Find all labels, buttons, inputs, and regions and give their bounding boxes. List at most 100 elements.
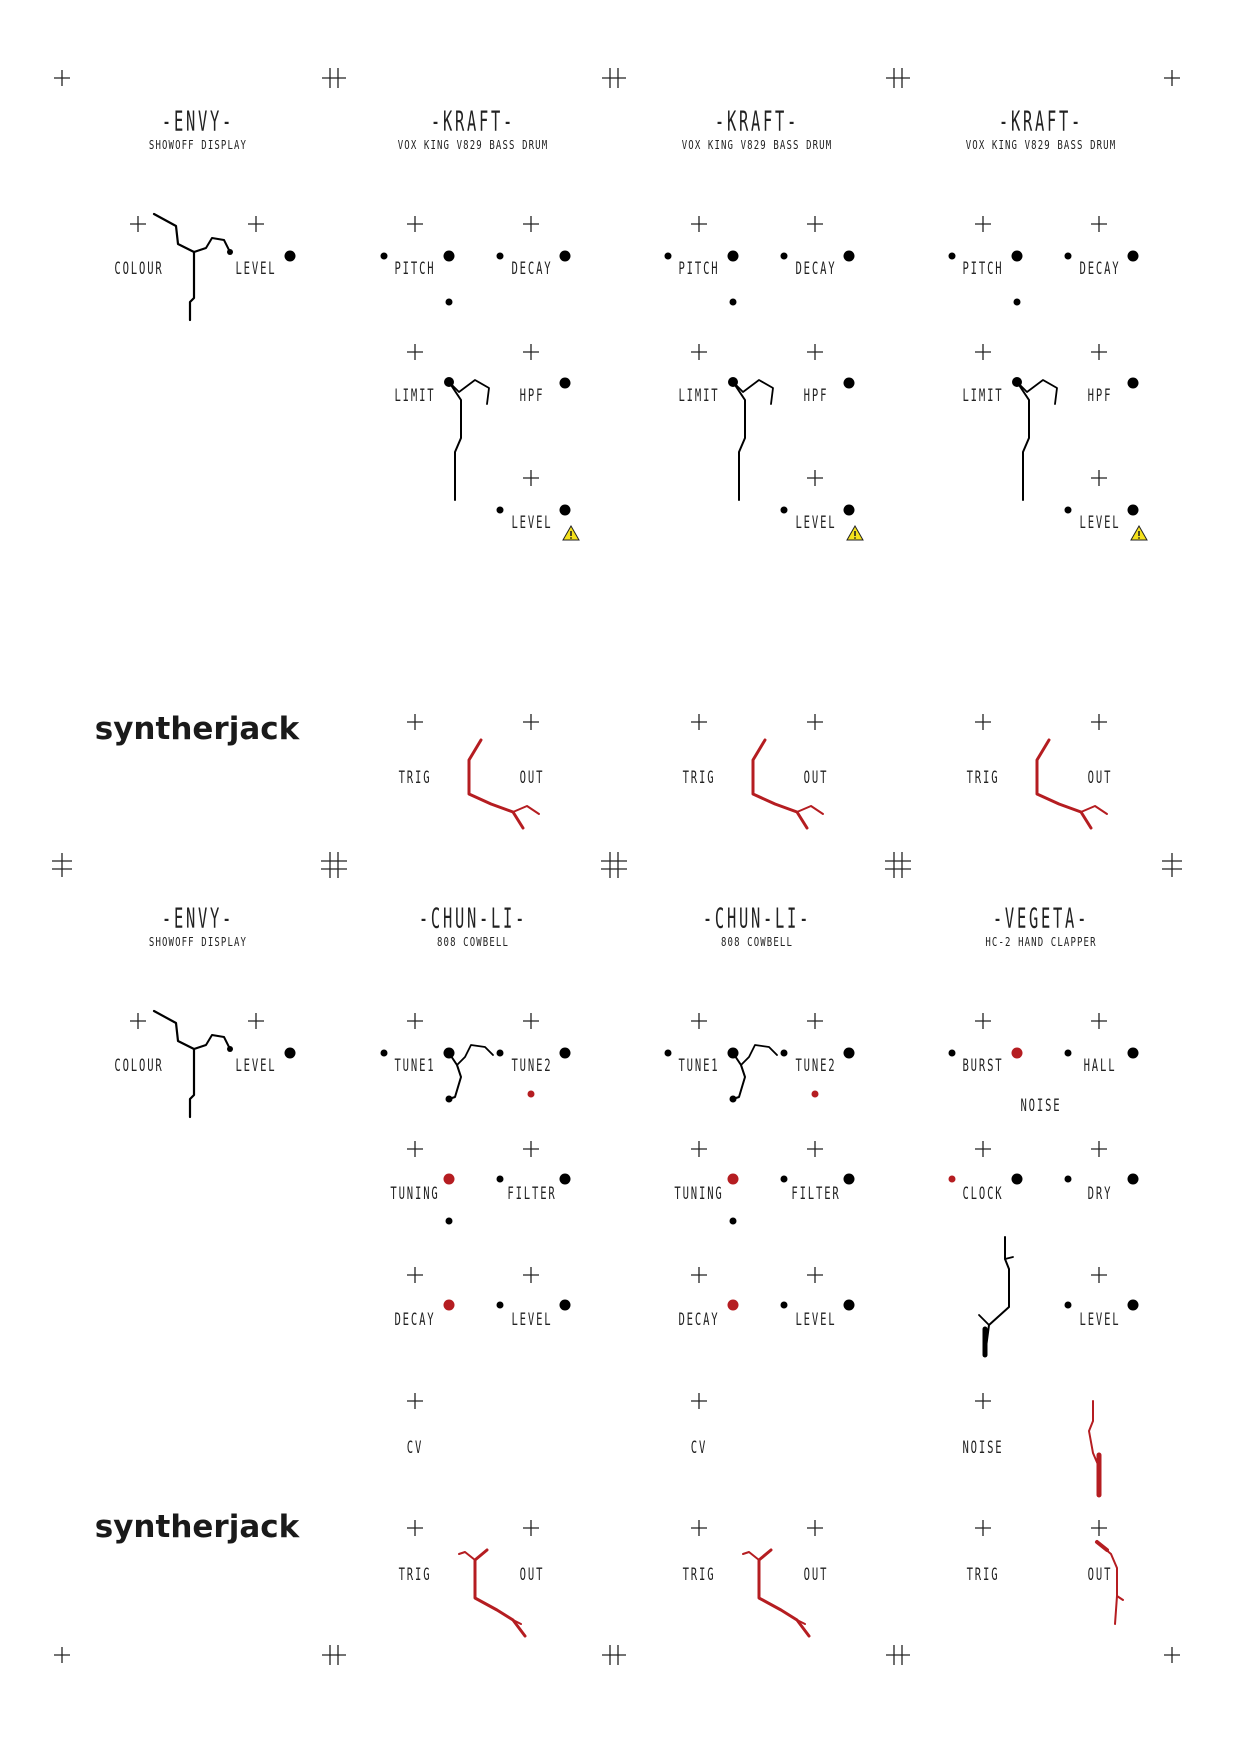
crosshair-mark — [523, 1013, 539, 1029]
mount-hole — [559, 1299, 571, 1311]
crosshair-mark — [691, 344, 707, 360]
warnings — [562, 524, 1148, 541]
mount-hole — [664, 1049, 672, 1057]
mount-hole — [1127, 1299, 1139, 1311]
mount-hole — [843, 1299, 855, 1311]
label-decay: DECAY — [795, 259, 837, 279]
label-decay: DECAY — [511, 259, 553, 279]
cable — [1095, 1540, 1109, 1552]
label-hpf: HPF — [519, 386, 545, 406]
registration-mark — [1162, 853, 1182, 877]
cable — [193, 237, 231, 253]
cable — [751, 738, 809, 830]
crosshair-mark — [130, 1013, 146, 1029]
mount-hole — [1011, 1047, 1023, 1059]
mount-hole — [843, 1047, 855, 1059]
mount-hole — [727, 250, 739, 262]
crosshair-mark — [523, 714, 539, 730]
crosshair-mark — [407, 1013, 423, 1029]
mount-hole — [380, 252, 388, 260]
crosshair-mark — [807, 1013, 823, 1029]
wires — [152, 212, 1124, 1638]
mount-hole — [1127, 504, 1139, 516]
mount-hole — [1064, 1049, 1072, 1057]
crosshair-mark — [407, 1520, 423, 1536]
panel-title: -ENVY- — [161, 901, 235, 935]
mount-hole — [780, 1301, 788, 1309]
mount-hole — [1127, 1047, 1139, 1059]
label-decay: DECAY — [1079, 259, 1121, 279]
label-tune2: TUNE2 — [795, 1056, 837, 1076]
crosshair-mark — [248, 1013, 264, 1029]
cable — [448, 379, 490, 405]
mount-hole — [559, 1047, 571, 1059]
mount-hole — [284, 250, 296, 262]
label-trig: TRIG — [966, 768, 1000, 788]
panel-title: -ENVY- — [161, 104, 235, 138]
cable — [448, 1052, 462, 1100]
mount-hole — [948, 1049, 956, 1057]
label-trig: TRIG — [966, 1565, 1000, 1585]
panel-subtitle: VOX KING V829 BASS DRUM — [965, 138, 1117, 152]
crosshair-mark — [1091, 470, 1107, 486]
cable — [1080, 805, 1108, 815]
crosshair-mark — [1091, 344, 1107, 360]
crosshair-mark — [807, 1141, 823, 1157]
mount-hole — [1064, 1301, 1072, 1309]
label-level: LEVEL — [1079, 513, 1121, 533]
panel-holes — [227, 249, 1139, 1311]
label-limit: LIMIT — [394, 386, 436, 406]
crosshair-mark — [1164, 70, 1180, 86]
crosshair-mark — [407, 344, 423, 360]
mount-hole — [727, 1173, 739, 1185]
label-noise: NOISE — [962, 1438, 1004, 1458]
label-filter: FILTER — [507, 1184, 557, 1204]
crosshair-mark — [1091, 1141, 1107, 1157]
crosshair-mark — [248, 216, 264, 232]
crosshair-mark — [407, 216, 423, 232]
panel-title: -CHUN-LI- — [418, 901, 528, 935]
mount-hole — [496, 506, 504, 514]
cable — [757, 1548, 811, 1638]
registration-marks — [52, 68, 1182, 1665]
label-cv: CV — [690, 1438, 708, 1458]
label-level: LEVEL — [795, 1310, 837, 1330]
cable — [473, 1548, 527, 1638]
label-limit: LIMIT — [962, 386, 1004, 406]
panel-subtitle: SHOWOFF DISPLAY — [148, 935, 248, 949]
mount-hole — [1127, 250, 1139, 262]
cable — [740, 1044, 778, 1066]
cable — [456, 1044, 494, 1066]
cable — [1088, 1400, 1100, 1468]
mount-hole — [780, 506, 788, 514]
panel-subtitle: 808 COWBELL — [437, 935, 509, 949]
panel-title: -CHUN-LI- — [702, 901, 812, 935]
mount-hole — [284, 1047, 296, 1059]
crosshair-mark — [975, 344, 991, 360]
crosshair-mark — [1091, 1013, 1107, 1029]
mount-hole — [1127, 1173, 1139, 1185]
crosshair-mark — [975, 714, 991, 730]
crosshair-mark — [130, 216, 146, 232]
mount-hole — [1064, 252, 1072, 260]
mount-hole — [559, 504, 571, 516]
crosshair-mark — [1091, 1267, 1107, 1283]
label-level: LEVEL — [235, 1056, 277, 1076]
cable — [512, 1619, 522, 1625]
registration-mark — [601, 852, 627, 878]
mount-hole — [811, 1090, 819, 1098]
label-tune1: TUNE1 — [394, 1056, 436, 1076]
mount-hole — [727, 1299, 739, 1311]
label-clock: CLOCK — [962, 1184, 1004, 1204]
label-out: OUT — [803, 1565, 829, 1585]
mount-hole — [1064, 506, 1072, 514]
crosshair-mark — [807, 344, 823, 360]
mount-hole — [843, 250, 855, 262]
registration-mark — [602, 68, 626, 88]
label-out: OUT — [519, 768, 545, 788]
label-level: LEVEL — [235, 259, 277, 279]
label-trig: TRIG — [682, 768, 716, 788]
mount-hole — [559, 250, 571, 262]
mount-hole — [1013, 298, 1021, 306]
